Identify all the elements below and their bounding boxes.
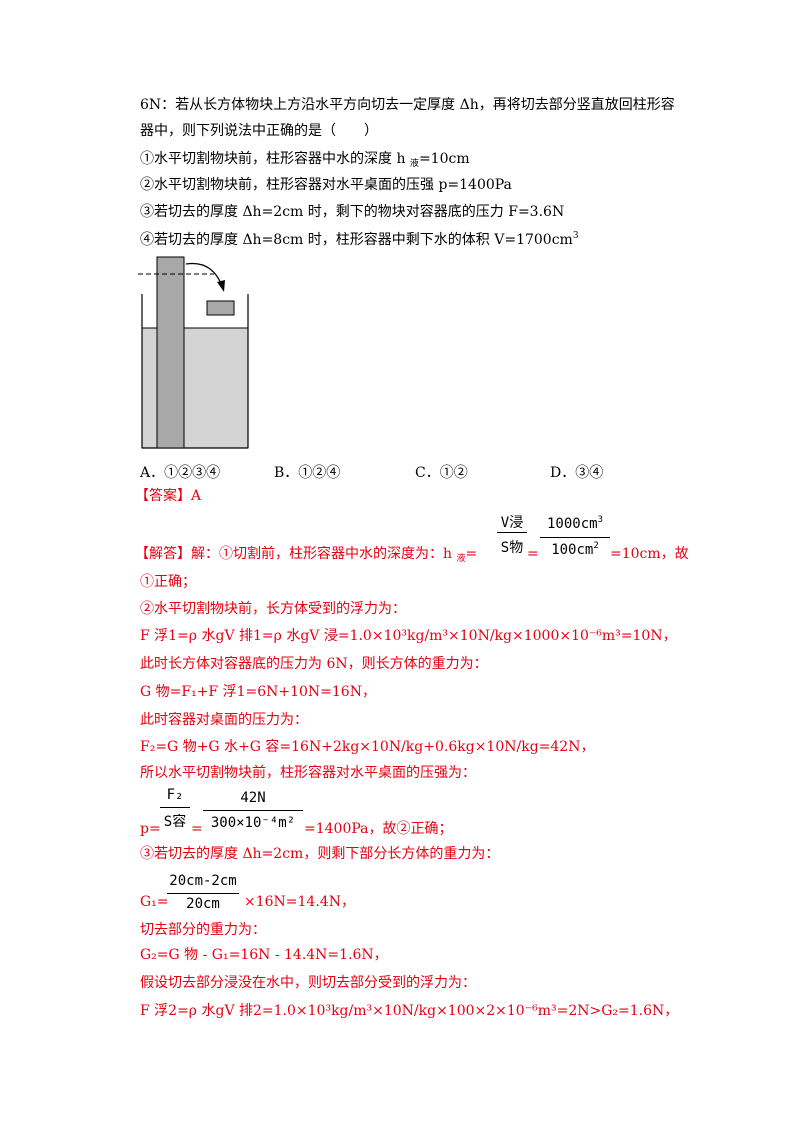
solution-line-13: 切去部分的重力为： [140,922,266,938]
solution-line-11: ③若切去的厚度 Δh=2cm，则剩下部分长方体的重力为： [140,846,500,862]
solution-line-10-c: =1400Pa，故②正确； [304,821,453,837]
solution-head: 【解答】 [135,546,191,562]
solution-line-3: ②水平切割物块前，长方体受到的浮力为： [140,601,406,617]
question-line-2: 器中，则下列说法中正确的是（ ） [140,123,378,139]
solution-line-14: G₂=G 物 - G₁=16N - 14.4N=1.6N， [140,947,388,963]
solution-line-1-tail: =10cm，故 [610,546,689,562]
solution-line-2: ①正确； [140,574,196,590]
solution-line-1: 【解答】解：①切割前，柱形容器中水的深度为：h 液= [135,545,477,565]
fraction-2-numerator: 1000cm3 [540,515,610,532]
statement-2: ②水平切割物块前，柱形容器对水平桌面的压强 p=1400Pa [140,177,512,193]
option-d: D．③④ [550,465,604,481]
fraction-5-numerator: 20cm-2cm [169,873,237,889]
fraction-1-denominator: S物 [500,540,524,556]
solution-line-1-b: = [465,546,478,562]
solution-line-9: 所以水平切割物块前，柱形容器对水平桌面的压强为： [140,765,476,781]
solution-line-7: 此时容器对桌面的压力为： [140,712,308,728]
statement-4-sup: 3 [572,231,579,241]
solution-line-1-sub: 液 [456,554,466,564]
move-arrow [185,262,223,287]
solution-line-1-eq: = [527,546,539,562]
statement-1-sub: 液 [409,159,419,169]
fraction-5-denominator: 20cm [186,896,220,912]
fraction-3-denominator: S容 [163,814,187,830]
solution-line-10-a: p= [140,821,161,837]
fraction-2-denominator: 100cm2 [540,541,610,558]
rectangular-block [156,256,185,449]
question-line-1: 6N：若从长方体物块上方沿水平方向切去一定厚度 Δh，再将切去部分竖直放回柱形容 [140,97,675,113]
fraction-3-bar [160,807,190,808]
statement-4: ④若切去的厚度 Δh=8cm 时，柱形容器中剩下水的体积 V=1700cm3 [140,231,579,251]
solution-line-15: 假设切去部分浸没在水中，则切去部分受到的浮力为： [140,975,476,991]
fraction-2-bar [540,537,610,538]
fraction-2-num-sup: 3 [597,515,603,525]
fraction-3-numerator: F₂ [166,787,184,803]
answer-label: 【答案】A [135,488,202,504]
option-b: B．①②④ [274,465,341,481]
fraction-4-bar [203,810,303,811]
statement-4-text: ④若切去的厚度 Δh=8cm 时，柱形容器中剩下水的体积 V=1700cm [140,232,573,248]
fraction-1-bar [497,532,527,533]
statement-1-tail: =10cm [418,151,470,167]
fraction-2-den-text: 100cm [551,542,594,558]
statement-1: ①水平切割物块前，柱形容器中水的深度 h 液=10cm [140,150,470,170]
fraction-4-denominator: 300×10⁻⁴m² [210,815,296,831]
arrow-head-icon [217,280,225,292]
fraction-2-num-text: 1000cm [547,516,598,532]
cut-piece [206,300,235,316]
statement-1-text: ①水平切割物块前，柱形容器中水的深度 h [140,151,410,167]
solution-line-4: F 浮1=ρ 水gV 排1=ρ 水gV 浸=1.0×10³kg/m³×10N/k… [140,628,677,644]
fraction-5-bar [167,893,239,894]
fraction-1-numerator: V浸 [500,515,524,531]
solution-line-12-a: G₁= [140,894,169,910]
fraction-4-numerator: 42N [240,790,266,806]
solution-line-6: G 物=F₁+F 浮1=6N+10N=16N， [140,684,376,700]
container-figure [138,256,249,449]
solution-line-8: F₂=G 物+G 水+G 容=16N+2kg×10N/kg+0.6kg×10N/… [140,739,595,755]
solution-line-12-b: ×16N=14.4N， [244,894,355,910]
solution-line-5: 此时长方体对容器底的压力为 6N，则长方体的重力为： [140,656,488,672]
option-c: C．①② [415,465,468,481]
statement-3: ③若切去的厚度 Δh=2cm 时，剩下的物块对容器底的压力 F=3.6N [140,204,565,220]
option-a: A．①②③④ [140,465,221,481]
solution-line-1-a: 解：①切割前，柱形容器中水的深度为：h [191,546,457,562]
solution-line-10-b: = [191,821,203,837]
fraction-2-den-sup: 2 [593,541,599,551]
solution-line-16: F 浮2=ρ 水gV 排2=1.0×10³kg/m³×10N/kg×100×2×… [140,1003,679,1019]
